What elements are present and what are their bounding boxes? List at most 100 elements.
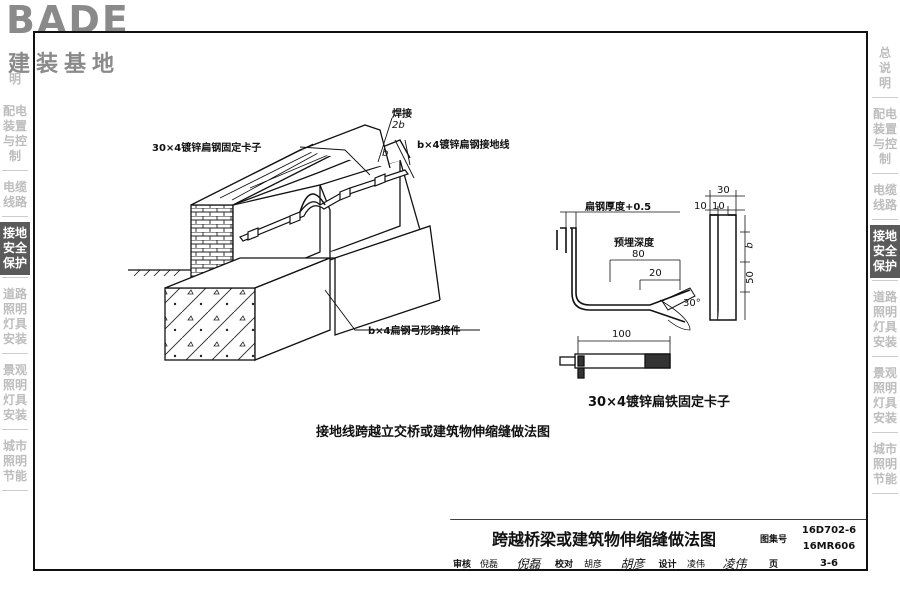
left-tab-5[interactable]: 景观照明灯具安装 [0,359,30,427]
left-tab-line: 照明 [2,302,27,316]
left-tab-line: 接地 [2,226,27,240]
right-tab-line: 线路 [872,198,897,212]
left-tab-line: 装置 [2,119,27,133]
right-tab-4[interactable]: 接地安全保护 [870,225,900,278]
dim-embed: 80 [632,249,645,260]
right-tab-separator [872,356,898,357]
left-tab-separator [2,277,28,278]
right-tab-line: 安装 [872,411,897,425]
left-tab-line: 节能 [2,469,27,483]
right-tab-line: 明 [878,76,891,90]
left-tab-line: 安全 [2,241,27,255]
left-tab-separator [2,490,28,491]
right-tab-2[interactable]: 配电装置与控制 [870,103,900,171]
page-label: 页 [768,560,778,570]
label-thickness: 扁钢厚度+0.5 [585,202,652,213]
label-ground-wire: b×4镀锌扁钢接地线 [417,140,510,151]
right-tab-separator [872,173,898,174]
right-tab-line: 与控 [872,137,897,151]
right-tab-line: 景观 [872,366,897,380]
left-tab-line: 城市 [2,439,27,453]
check-signature: 胡彦 [620,557,645,571]
atlas-number-2: 16MR606 [802,540,856,552]
concrete-base [164,225,441,361]
right-tab-line: 灯具 [872,320,897,334]
right-tab-separator [872,280,898,281]
dim-10b: 10 [712,201,725,212]
right-tab-line: 灯具 [872,396,897,410]
review-label: 审核 [452,560,471,570]
dim-10a: 10 [694,201,707,212]
atlas-number-1: 16D702-6 [801,524,857,536]
atlas-label: 图集号 [759,534,787,545]
left-chapter-tabs: 明 配电装置与控制电缆线路接地安全保护道路照明灯具安装景观照明灯具安装城市照明节… [0,70,30,530]
right-tab-line: 道路 [872,290,897,304]
dim-100: 100 [612,329,632,340]
right-tab-7[interactable]: 城市照明节能 [870,438,900,491]
right-tab-line: 节能 [872,472,897,486]
left-tab-6[interactable]: 城市照明节能 [0,435,30,488]
right-tab-line: 安全 [872,244,897,258]
right-tab-line: 接地 [872,229,897,243]
right-tab-line: 安装 [872,335,897,349]
label-weld-length: 2b [392,120,405,131]
left-tab-line: 安装 [2,408,27,422]
grounding-flat-steel [239,169,409,242]
dim-20: 20 [649,268,662,279]
right-tab-line: 配电 [872,107,897,121]
right-tab-line: 保护 [872,259,897,273]
left-tab-line: 与控 [2,134,27,148]
right-tab-line: 电缆 [872,183,897,197]
left-tab-line: 照明 [2,454,27,468]
right-tab-line: 制 [878,152,891,166]
left-tab-3[interactable]: 接地安全保护 [0,222,30,275]
left-tab-line: 保护 [2,256,27,270]
left-tab-line: 灯具 [2,317,27,331]
left-tab-line: 电缆 [2,180,27,194]
clip-detail-side-view [556,227,696,323]
dim-50: 50 [744,271,756,284]
check-label: 校对 [554,560,573,570]
left-tab-line: 制 [8,149,21,163]
right-tab-separator [872,97,898,98]
left-tab-separator [2,216,28,217]
right-tab-separator [872,219,898,220]
label-fixing-clip: 30×4镀锌扁钢固定卡子 [152,143,262,154]
clip-detail-dimensions [560,211,691,331]
label-bow-jumper: b×4扁钢弓形跨接件 [368,326,461,337]
dim-angle: 30° [683,298,701,309]
right-tab-line: 说 [878,61,891,75]
right-tab-line: 总 [878,46,891,60]
dim-b: b [744,242,756,249]
construction-drawing [128,117,867,520]
left-tab-1[interactable]: 配电装置与控制 [0,100,30,168]
right-tab-separator [872,432,898,433]
right-tab-line: 照明 [872,305,897,319]
dim-30: 30 [717,185,730,196]
drawing-frame [33,31,868,571]
right-tab-line: 城市 [872,442,897,456]
logo-brand: BADE [6,0,130,42]
right-tab-3[interactable]: 电缆线路 [870,179,900,217]
right-tab-line: 照明 [872,381,897,395]
front-view-dimensions [705,190,750,320]
design-label: 设计 [658,560,677,570]
left-tab-line: 安装 [2,332,27,346]
label-b: b [382,148,389,159]
left-tab-2[interactable]: 电缆线路 [0,176,30,214]
leader-lines [299,117,480,331]
clip-detail-front-view [709,214,737,321]
check-name: 胡彦 [583,560,602,570]
right-tab-5[interactable]: 道路照明灯具安装 [870,286,900,354]
left-tab-line: 景观 [2,363,27,377]
right-tab-separator [872,493,898,494]
left-tab-line: 照明 [2,378,27,392]
left-tab-4[interactable]: 道路照明灯具安装 [0,283,30,351]
right-chapter-tabs: 总说明配电装置与控制电缆线路接地安全保护道路照明灯具安装景观照明灯具安装城市照明… [870,40,900,530]
left-tab-separator [2,353,28,354]
left-partial-tab[interactable]: 明 [8,72,21,86]
right-tab-1[interactable]: 总说明 [870,42,900,95]
label-embed-depth: 预埋深度 [614,238,654,249]
clip-detail-plan-view [559,353,671,379]
right-tab-6[interactable]: 景观照明灯具安装 [870,362,900,430]
